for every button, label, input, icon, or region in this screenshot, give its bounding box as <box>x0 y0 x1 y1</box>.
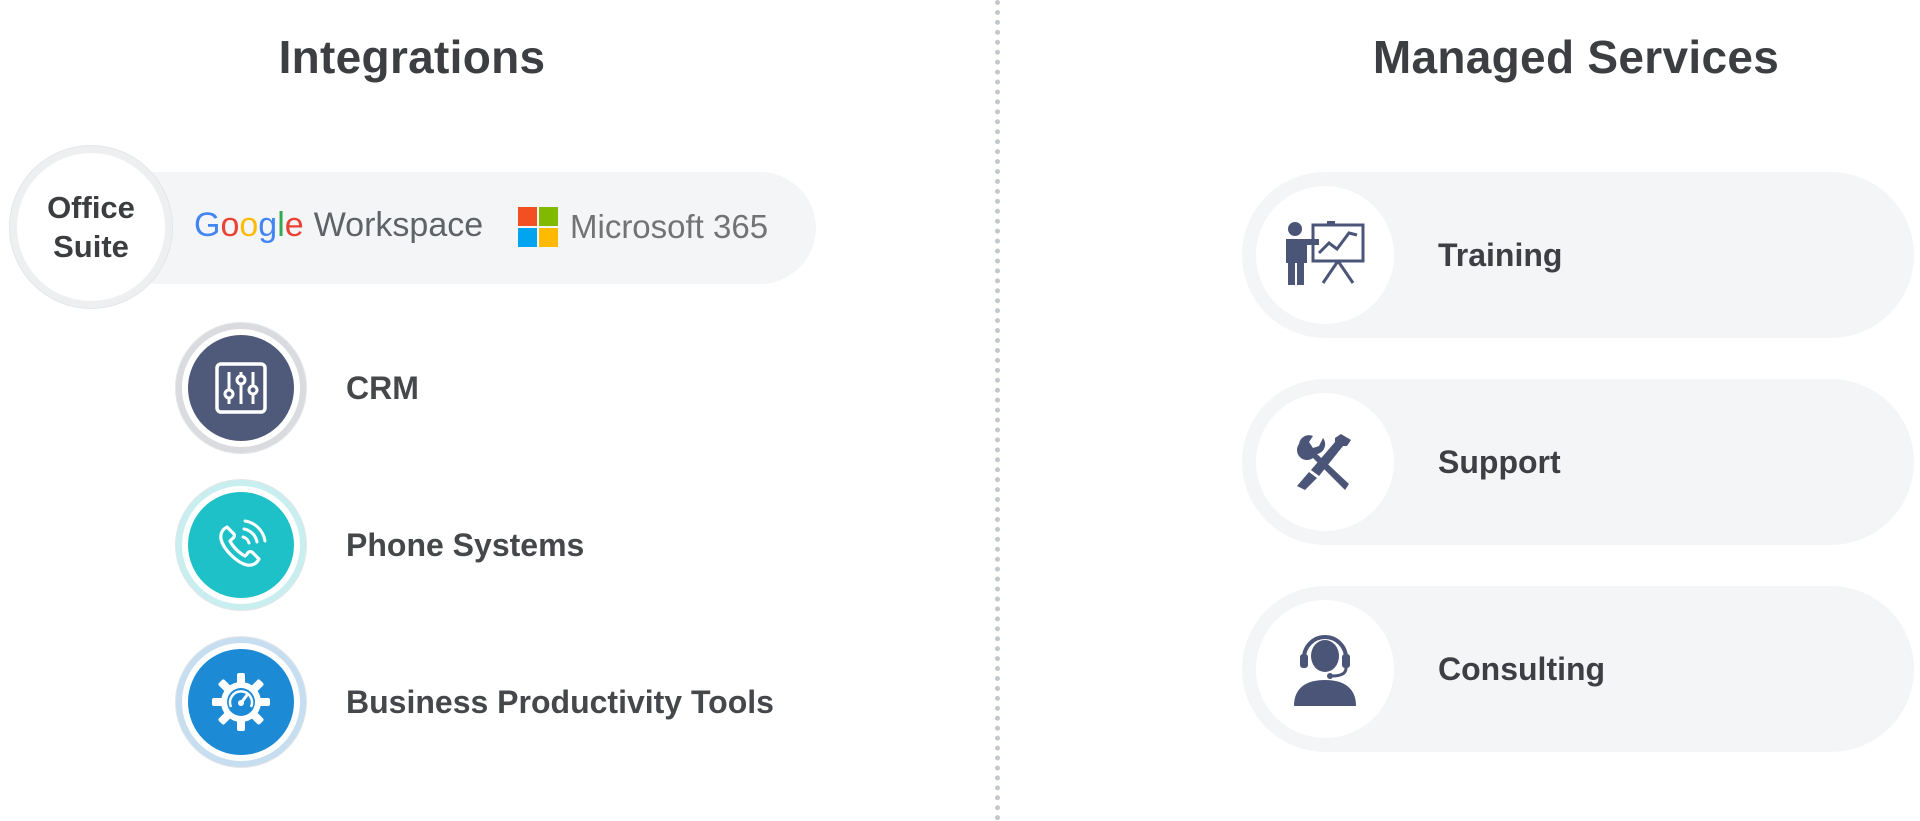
gear-gauge-icon <box>212 673 270 731</box>
workspace-wordmark: Workspace <box>313 205 484 244</box>
crm-label: CRM <box>346 369 419 406</box>
consulting-label: Consulting <box>1438 650 1606 687</box>
managed-services-title: Managed Services <box>1372 31 1780 83</box>
presenter-icon <box>1286 221 1365 285</box>
column-divider <box>995 0 1000 821</box>
support-badge <box>1256 393 1394 531</box>
training-badge <box>1256 186 1394 324</box>
headset-icon <box>1294 635 1356 706</box>
consulting-badge <box>1256 600 1394 738</box>
google-wordmark: Google <box>194 205 304 244</box>
google-workspace-logo: Google Workspace <box>194 200 483 250</box>
tools-icon <box>1297 434 1351 490</box>
service-consulting: Consulting <box>1242 586 1914 752</box>
microsoft-365-wordmark: Microsoft 365 <box>570 208 769 245</box>
phone-badge <box>176 480 306 610</box>
service-training: Training <box>1242 172 1914 338</box>
microsoft-365-logo: Microsoft 365 <box>518 207 768 247</box>
phone-icon <box>219 519 267 567</box>
office-suite-badge: Office Suite <box>10 146 172 308</box>
crm-badge-inner <box>188 335 294 441</box>
office-suite-label: Office Suite <box>47 190 135 264</box>
support-label: Support <box>1438 443 1561 480</box>
crm-badge <box>176 323 306 453</box>
integration-phone-systems: Phone Systems <box>176 480 584 610</box>
phone-badge-inner <box>188 492 294 598</box>
productivity-badge <box>176 637 306 767</box>
service-support: Support <box>1242 379 1914 545</box>
integration-business-productivity-tools: Business Productivity Tools <box>176 637 774 767</box>
integrations-title: Integrations <box>278 31 546 83</box>
office-suite-pill <box>100 172 816 284</box>
business-productivity-tools-label: Business Productivity Tools <box>346 683 774 720</box>
productivity-badge-inner <box>188 649 294 755</box>
integration-crm: CRM <box>176 323 419 453</box>
phone-systems-label: Phone Systems <box>346 526 585 563</box>
microsoft-squares-icon <box>518 207 558 247</box>
sliders-icon <box>215 362 267 414</box>
training-label: Training <box>1438 236 1563 273</box>
